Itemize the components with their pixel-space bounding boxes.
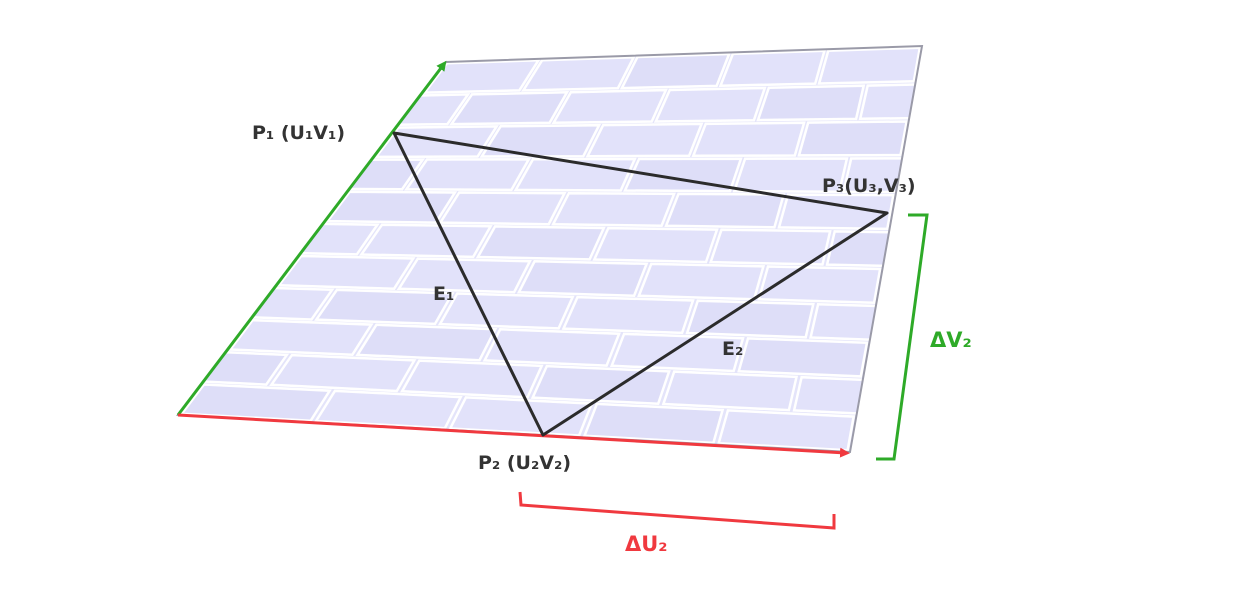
v-axis-arrow	[176, 60, 447, 416]
brick	[359, 223, 493, 259]
brick	[609, 332, 745, 373]
e2-label: E₂	[722, 338, 743, 360]
brick	[521, 55, 636, 92]
brick	[653, 86, 767, 123]
brick	[661, 370, 799, 412]
brick	[797, 120, 909, 157]
brick-texture-plane	[176, 44, 1061, 454]
delta-v2-label: ΔV₂	[930, 328, 972, 352]
brick	[708, 228, 832, 266]
brick	[619, 52, 731, 90]
brick	[438, 191, 567, 226]
delta-u2-label: ΔU₂	[625, 532, 668, 556]
e1-label: E₁	[433, 283, 454, 305]
brick	[890, 194, 922, 232]
brick	[623, 157, 743, 193]
brick	[211, 189, 348, 223]
delta-u2-bracket	[518, 491, 836, 530]
brick	[962, 81, 1061, 117]
brick	[314, 288, 455, 326]
p2-label: P₂ (U₂V₂)	[478, 452, 571, 474]
brick	[925, 383, 1052, 423]
brick	[178, 376, 202, 415]
brick	[718, 49, 827, 88]
brick	[851, 415, 922, 452]
brick	[864, 341, 922, 384]
brick	[404, 158, 531, 192]
brick	[592, 226, 719, 264]
brick	[777, 193, 895, 231]
brick	[691, 121, 806, 158]
brick	[561, 295, 695, 335]
brick	[637, 262, 766, 301]
p1-label: P₁ (U₁V₁)	[252, 122, 345, 144]
brick	[400, 359, 544, 399]
brick	[944, 233, 1057, 270]
brick	[479, 123, 602, 158]
brick	[551, 191, 676, 227]
brick	[756, 84, 866, 122]
brick	[582, 402, 725, 445]
brick	[178, 314, 250, 351]
brick	[903, 118, 922, 157]
brick	[313, 389, 463, 430]
brick	[916, 46, 922, 83]
brick	[737, 337, 869, 378]
brick	[877, 267, 922, 308]
triangle	[392, 131, 889, 437]
brick	[817, 46, 922, 85]
brick	[475, 225, 606, 261]
brick	[355, 323, 498, 362]
brick	[178, 252, 299, 287]
brick	[437, 292, 575, 330]
brick	[685, 299, 815, 339]
brick	[179, 383, 332, 423]
u-axis-arrow	[177, 413, 850, 458]
brick	[269, 353, 417, 393]
p3-label: P₃(U₃,V₃)	[822, 175, 916, 197]
brick	[585, 122, 704, 158]
brick	[449, 91, 570, 126]
brick	[516, 260, 649, 297]
brick	[227, 318, 374, 356]
brick	[953, 158, 1059, 193]
delta-v2-bracket	[876, 213, 929, 461]
brick-pattern	[178, 46, 1061, 452]
brick	[551, 88, 668, 125]
brick	[325, 190, 458, 224]
brick	[717, 409, 856, 452]
brick	[664, 192, 786, 229]
brick	[422, 58, 541, 94]
brick	[276, 254, 416, 290]
brick	[732, 157, 849, 193]
